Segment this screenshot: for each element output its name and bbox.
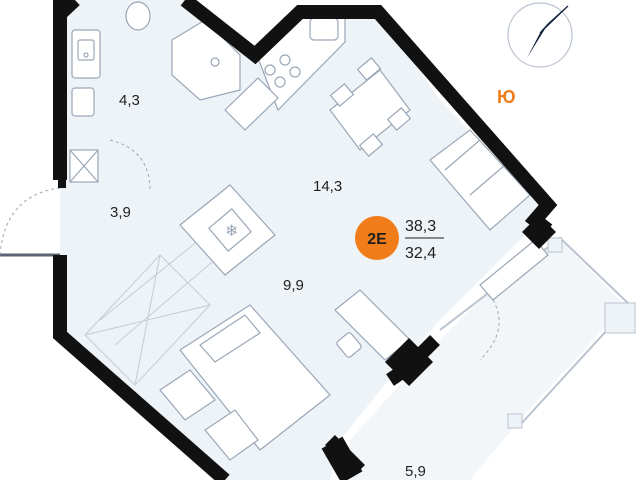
compass-needle-icon — [527, 24, 548, 58]
toilet — [125, 1, 151, 31]
balcony-door-frame — [479, 239, 549, 301]
apartment-type-badge: 2E — [355, 216, 399, 260]
total-area: 38,3 — [405, 218, 436, 235]
desk — [334, 289, 411, 361]
living-area: 32,4 — [405, 245, 436, 262]
balcony-railing — [439, 236, 636, 429]
room-area-bathroom: 4,3 — [119, 92, 140, 109]
bed — [159, 304, 331, 461]
wardrobe: ❄ — [179, 184, 276, 276]
compass-direction-label: Ю — [497, 87, 516, 107]
sink — [71, 87, 95, 117]
room-area-hallway: 3,9 — [110, 204, 131, 221]
room-area-balcony: 5,9 — [405, 463, 426, 480]
dining-table — [329, 69, 411, 151]
entrance-door[interactable] — [0, 180, 66, 257]
bathtub — [71, 29, 101, 79]
room-area-bedroom: 9,9 — [283, 277, 304, 294]
snowflake-icon: ❄ — [225, 221, 238, 240]
compass — [507, 2, 573, 68]
badge-label: 2E — [367, 231, 387, 248]
dining-set — [329, 57, 412, 157]
bathroom-fixtures — [69, 1, 241, 191]
floor-area — [60, 0, 625, 480]
room-area-kitchen-living: 14,3 — [313, 178, 342, 195]
